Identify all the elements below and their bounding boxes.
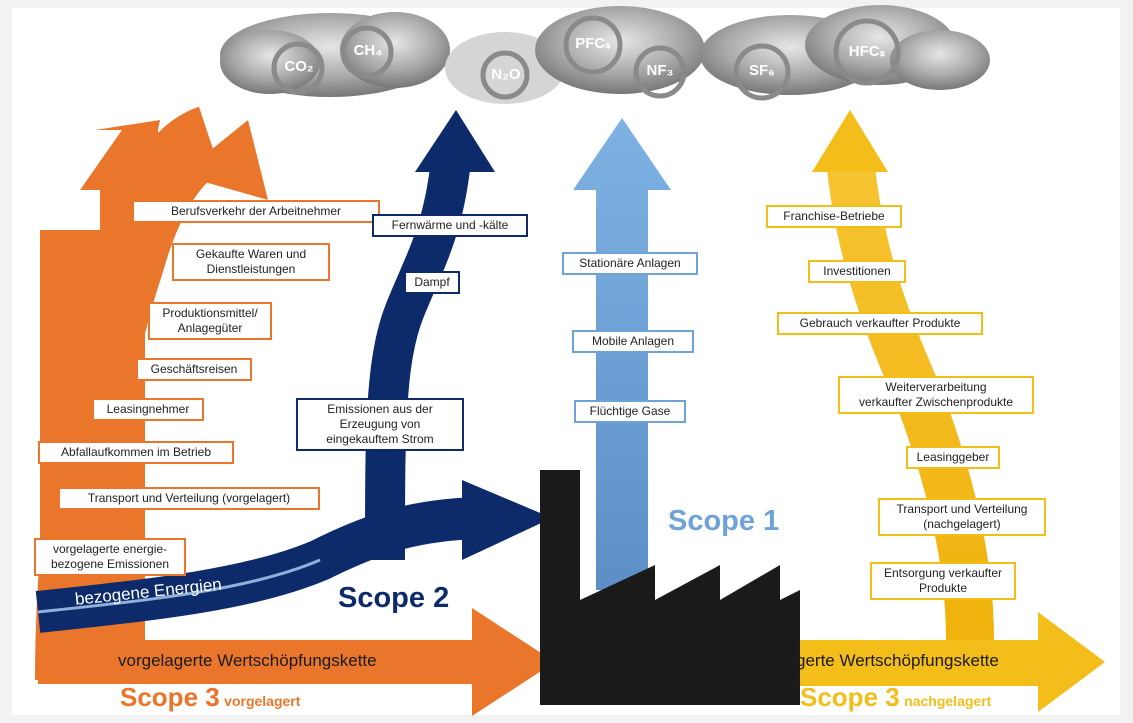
scope3-down-arrowhead	[812, 110, 888, 172]
scope3-down-chain-arrow	[690, 612, 1105, 712]
scope3-down-item: Leasinggeber	[906, 446, 1000, 469]
gas-nf3: NF₃	[646, 62, 674, 79]
scope3-up-chain-arrow	[38, 608, 555, 716]
scope1-title: Scope 1	[668, 505, 780, 537]
scope2-curve	[365, 148, 472, 561]
scope3-down-title: Scope 3 nachgelagert	[800, 682, 991, 713]
gas-circles	[271, 15, 901, 101]
scope1-item: Mobile Anlagen	[572, 330, 694, 353]
scope3-down-chain-label: nachgelagerte Wertschöpfungskette	[727, 651, 999, 670]
scope3-down-item: Franchise-Betriebe	[766, 205, 902, 228]
scope2-energy-arrowhead	[462, 480, 552, 560]
gas-n2o: N₂O	[491, 66, 521, 83]
scope2-arrowhead	[415, 110, 495, 172]
scope3-up-item: Abfallaufkommen im Betrieb	[38, 441, 234, 464]
scope2-item: Fernwärme und -kälte	[372, 214, 528, 237]
scope2-item: Dampf	[404, 271, 460, 294]
scope2-band-highlight	[37, 558, 321, 614]
gas-co2: CO₂	[284, 58, 314, 75]
scope3-down-item: Entsorgung verkaufter Produkte	[870, 562, 1016, 600]
scope3-up-title-sub: vorgelagert	[224, 693, 301, 709]
factory	[540, 470, 800, 705]
scope3-up-chain-label: vorgelagerte Wertschöpfungskette	[118, 651, 377, 670]
scope3-up-item: Gekaufte Waren und Dienstleistungen	[172, 243, 330, 281]
scope2-title: Scope 2	[338, 582, 450, 614]
scope3-down-title-sub: nachgelagert	[904, 693, 992, 709]
scope1-item: Stationäre Anlagen	[562, 252, 698, 275]
scope3-down-item: Transport und Verteilung (nachgelagert)	[878, 498, 1046, 536]
scope3-up-item: Berufsverkehr der Arbeitnehmer	[132, 200, 380, 223]
scope3-up-item: Geschäftsreisen	[136, 358, 252, 381]
scope1-arrow	[573, 118, 671, 590]
gas-hfcs: HFCₛ	[848, 43, 886, 60]
gas-ch4: CH₄	[353, 42, 383, 59]
scope3-down-item: Investitionen	[808, 260, 906, 283]
gas-sf6: SF₆	[749, 62, 775, 79]
scope3-down-item: Weiterverarbeitung verkaufter Zwischenpr…	[838, 376, 1034, 414]
scope1-item: Flüchtige Gase	[574, 400, 686, 423]
scope3-up-item: Produktionsmittel/ Anlagegüter	[148, 302, 272, 340]
scope3-up-arrowhead	[180, 120, 268, 200]
scope3-down-item: Gebrauch verkaufter Produkte	[777, 312, 983, 335]
scope2-item: Emissionen aus der Erzeugung von eingeka…	[296, 398, 464, 451]
scope3-down-title-main: Scope 3	[800, 682, 900, 712]
scope3-up-item: vorgelagerte energie- bezogene Emissione…	[34, 538, 186, 576]
scope3-up-title: Scope 3 vorgelagert	[120, 682, 300, 713]
scope3-up-title-main: Scope 3	[120, 682, 220, 712]
scope3-up-item: Transport und Verteilung (vorgelagert)	[58, 487, 320, 510]
scope3-up-item: Leasingnehmer	[92, 398, 204, 421]
gas-pfcs: PFCₛ	[575, 35, 611, 52]
